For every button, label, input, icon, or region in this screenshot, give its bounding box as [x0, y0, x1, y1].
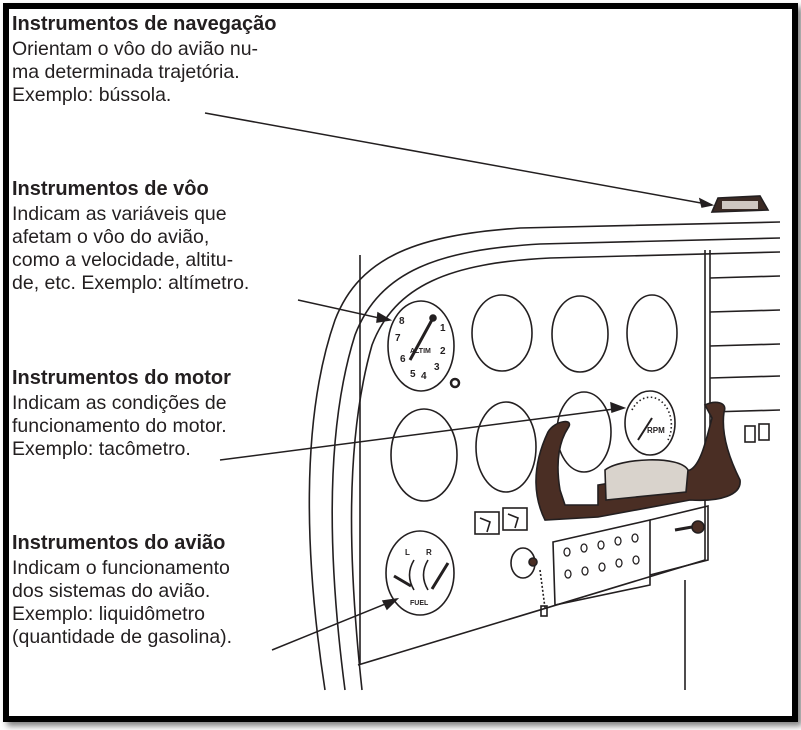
section-aircraft-instruments: Instrumentos do avião Indicam o funciona… [12, 531, 232, 649]
fuel-label: FUEL [410, 600, 429, 607]
svg-text:8: 8 [399, 316, 405, 327]
section-engine-instruments: Instrumentos do motor Indicam as condiçõ… [12, 366, 231, 461]
text-line: afetam o vôo do avião, [12, 226, 210, 248]
section-title: Instrumentos de navegação [12, 13, 277, 35]
svg-text:4: 4 [421, 371, 427, 382]
svg-text:5: 5 [410, 369, 416, 380]
circuit-breaker-panel [552, 504, 709, 690]
section-description: Indicam o funcionamento dos sistemas do … [12, 557, 232, 649]
svg-text:2: 2 [440, 346, 446, 357]
fuel-left-label: L [405, 548, 410, 557]
text-line: dos sistemas do avião. [12, 580, 211, 602]
section-navigation-instruments: Instrumentos de navegação Orientam o vôo… [12, 12, 277, 107]
text-line: Indicam as variáveis que [12, 203, 227, 225]
text-line: funcionamento do motor. [12, 415, 227, 437]
instrument-panel [308, 221, 781, 691]
section-title: Instrumentos do motor [12, 367, 231, 389]
arrow-to-tachometer [219, 407, 623, 461]
text-line: Indicam o funcionamento [12, 557, 230, 579]
section-description: Orientam o vôo do avião nu- ma determina… [12, 38, 277, 107]
arrow-to-fuel-gauge [271, 599, 396, 651]
svg-text:6: 6 [400, 354, 406, 365]
tachometer-gauge: RPM [624, 390, 676, 456]
text-line: Exemplo: tacômetro. [12, 438, 191, 460]
fuel-gauge: L R FUEL [385, 530, 455, 616]
svg-text:7: 7 [395, 333, 401, 344]
section-description: Indicam as variáveis que afetam o vôo do… [12, 203, 249, 295]
section-flight-instruments: Instrumentos de vôo Indicam as variáveis… [12, 177, 249, 295]
text-line: Indicam as condições de [12, 392, 227, 414]
leader-arrows [204, 112, 715, 651]
altimeter-label: ALTIM [410, 348, 431, 355]
section-title: Instrumentos de vôo [12, 178, 209, 200]
text-line: como a velocidade, altitu- [12, 249, 234, 271]
text-line: de, etc. Exemplo: altímetro. [12, 272, 250, 294]
image-frame [3, 3, 798, 722]
text-line: Orientam o vôo do avião nu- [12, 38, 259, 60]
arrow-to-compass [204, 112, 713, 206]
text-line: Exemplo: bússola. [12, 84, 172, 106]
svg-text:3: 3 [434, 362, 440, 373]
tachometer-label: RPM [647, 426, 665, 435]
arrow-to-altimeter [297, 299, 389, 321]
svg-text:1: 1 [440, 323, 446, 334]
empty-gauges [390, 294, 678, 502]
control-yoke [535, 401, 741, 521]
fuel-right-label: R [426, 548, 432, 557]
compass [710, 195, 770, 213]
text-line: (quantidade de gasolina). [12, 626, 233, 648]
text-line: Exemplo: liquidômetro [12, 603, 205, 625]
ignition-key [510, 547, 548, 617]
switch-panels [474, 423, 770, 535]
section-description: Indicam as condições de funcionamento do… [12, 392, 231, 461]
text-line: ma determinada trajetória. [12, 61, 240, 83]
section-title: Instrumentos do avião [12, 532, 226, 554]
